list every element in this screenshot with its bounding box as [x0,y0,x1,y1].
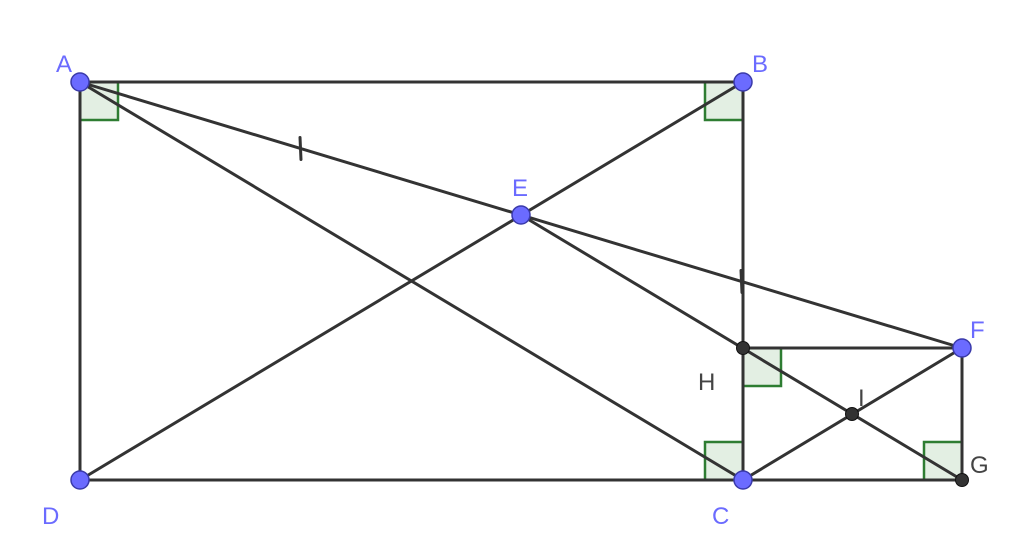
point-label-i: I [858,385,865,412]
point-h [736,341,750,355]
point-label-g: G [970,452,989,479]
segments [78,80,964,482]
point-c [733,470,753,490]
equal-length-marks [298,136,744,294]
equal-mark-ef [739,269,744,294]
point-a [70,72,90,92]
point-i [845,407,859,421]
point-d [70,470,90,490]
right-angle-markers [78,80,964,482]
point-b [733,72,753,92]
segment-bd [78,80,745,482]
point-label-c: C [712,503,729,530]
equal-mark-ae [298,136,303,161]
point-labels: A B C D E F G H I [42,51,989,530]
point-label-b: B [752,51,768,78]
point-label-a: A [56,51,72,78]
point-f [952,338,972,358]
point-label-e: E [512,175,528,202]
point-label-f: F [970,317,985,344]
points [70,72,972,490]
point-label-d: D [42,503,59,530]
point-g [955,473,969,487]
point-label-h: H [698,369,715,396]
point-e [511,205,531,225]
